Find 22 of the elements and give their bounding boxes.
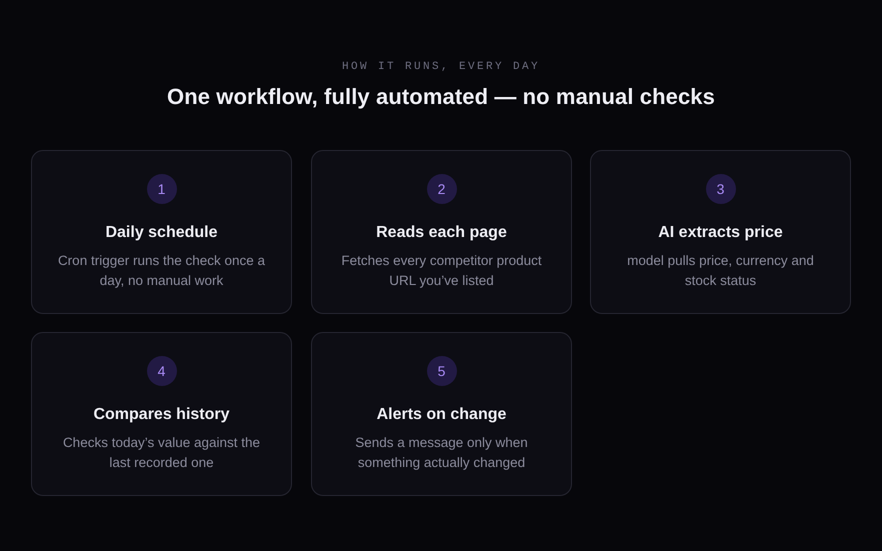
step-description: Cron trigger runs the check once a day, no manual work <box>56 252 266 290</box>
step-title: AI extracts price <box>658 223 783 243</box>
step-title: Compares history <box>93 405 230 425</box>
step-number-badge: 1 <box>146 174 176 204</box>
eyebrow-text: HOW IT RUNS, EVERY DAY <box>342 61 540 73</box>
step-description: model pulls price, currency and stock status <box>626 252 815 290</box>
step-card <box>311 332 572 496</box>
step-description: Checks today’s value against the last recorded one <box>62 434 262 472</box>
step-title: Alerts on change <box>376 405 506 425</box>
step-description: Fetches every competitor product URL you’ve listed <box>340 252 543 290</box>
step-description: Sends a message only when something actually changed <box>354 434 529 472</box>
step-number-badge: 4 <box>146 356 176 386</box>
step-title: Daily schedule <box>105 223 218 243</box>
page-heading: One workflow, fully automated — no manual checks <box>167 84 715 110</box>
step-card <box>590 150 851 314</box>
step-number-badge: 3 <box>706 174 736 204</box>
step-card <box>311 150 572 314</box>
step-number-badge: 2 <box>426 174 456 204</box>
step-card <box>31 150 292 314</box>
step-number-badge: 5 <box>426 356 456 386</box>
step-title: Reads each page <box>376 223 507 243</box>
step-card <box>31 332 292 496</box>
